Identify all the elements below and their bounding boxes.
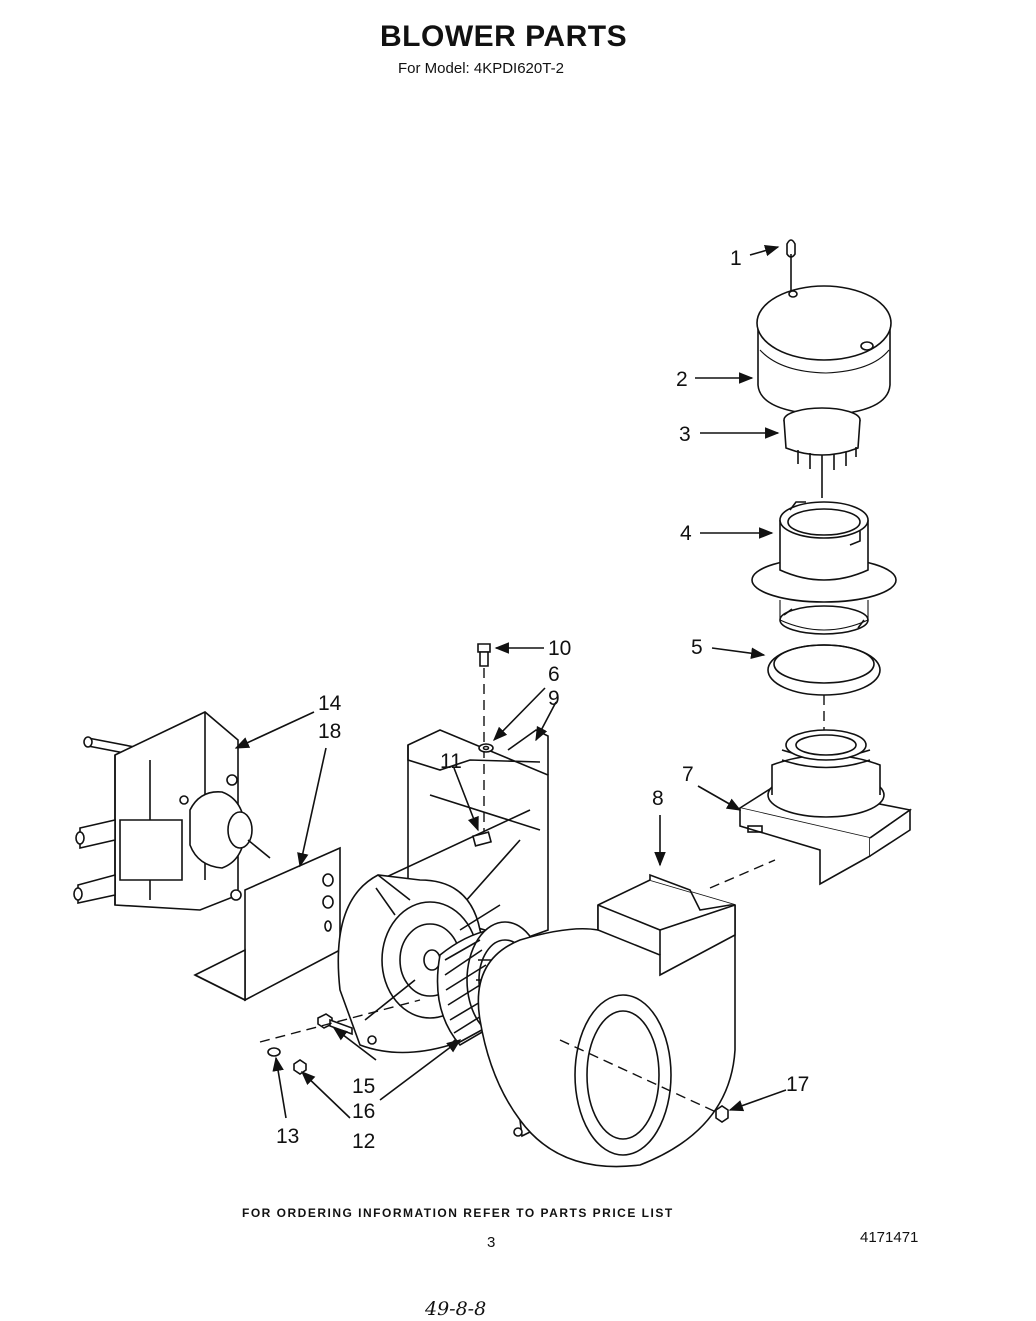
callout-12: 12 [352, 1130, 375, 1153]
part-12-nut [293, 1059, 307, 1075]
part-13-washer [267, 1047, 281, 1057]
part-14-motor [73, 711, 271, 911]
callout-18: 18 [318, 720, 341, 743]
part-5-ring [767, 644, 881, 745]
page-title: BLOWER PARTS [380, 20, 628, 53]
part-6-washer [478, 743, 494, 753]
part-15-bolt [317, 1013, 353, 1036]
callout-2: 2 [676, 368, 688, 391]
document-number: 4171471 [860, 1229, 919, 1246]
callout-7: 7 [682, 763, 694, 786]
callout-leaders [234, 245, 787, 1119]
part-2-cap [756, 285, 892, 416]
callout-4: 4 [680, 522, 692, 545]
callout-15: 15 [352, 1075, 375, 1098]
callout-16: 16 [352, 1100, 375, 1123]
callout-14: 14 [318, 692, 342, 715]
part-1-screw [786, 239, 796, 296]
ordering-note: FOR ORDERING INFORMATION REFER TO PARTS … [242, 1206, 674, 1220]
callout-13: 13 [276, 1125, 299, 1148]
callout-1: 1 [730, 247, 742, 270]
part-17-nut [559, 1039, 729, 1123]
part-4-socket [751, 501, 897, 635]
callout-11: 11 [440, 750, 462, 773]
callout-6: 6 [548, 663, 560, 686]
callout-8: 8 [652, 787, 664, 810]
part-18-shield [193, 846, 341, 1002]
model-subtitle: For Model: 4KPDI620T-2 [398, 60, 564, 77]
part-3-connector [783, 407, 861, 498]
page-number: 3 [487, 1234, 496, 1251]
callout-10: 10 [548, 637, 571, 660]
part-7-8-bracket [737, 729, 912, 886]
hardware-centerline [259, 999, 421, 1043]
handwritten-note: 49-8-8 [425, 1298, 487, 1320]
callout-17: 17 [786, 1073, 809, 1096]
callout-3: 3 [679, 423, 691, 446]
callout-labels: 1 2 3 4 5 10 6 9 11 14 18 7 8 15 16 17 1… [276, 247, 809, 1153]
callout-9: 9 [548, 687, 560, 710]
callout-5: 5 [691, 636, 703, 659]
blower-housing [477, 859, 776, 1168]
